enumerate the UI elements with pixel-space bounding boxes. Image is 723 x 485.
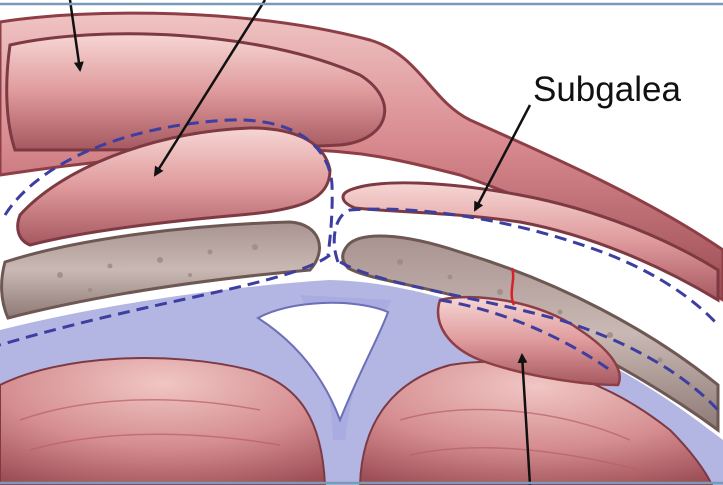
label-subgalea: Subgalea [533, 72, 681, 107]
